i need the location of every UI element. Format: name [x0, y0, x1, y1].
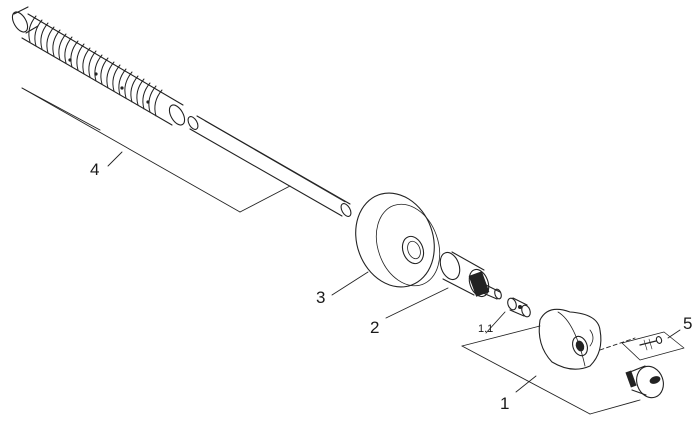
- leader-line-1-1: [485, 311, 506, 334]
- cartridge-headpart: [439, 251, 502, 300]
- leader-line-1: [461, 325, 641, 415]
- leader-line-2: [385, 287, 449, 319]
- handle-knob: [538, 308, 602, 370]
- part-label-2: 2: [370, 318, 380, 337]
- part-label-4: 4: [90, 160, 100, 179]
- part-label-5: 5: [683, 314, 693, 333]
- adapter-piece: [507, 297, 531, 318]
- part-label-1: 1: [500, 394, 510, 413]
- part-label-1-1: 1.1: [478, 323, 494, 335]
- spindle-rod: [187, 115, 352, 217]
- dashed-connector-5: [599, 337, 636, 351]
- escutcheon-rosette: [355, 192, 441, 288]
- threaded-extension-sleeve: [11, 6, 186, 126]
- part-label-3: 3: [316, 288, 326, 307]
- screw-part: [621, 331, 685, 361]
- leader-line-3: [331, 271, 369, 296]
- index-cap: [625, 365, 664, 399]
- leader-line-5: [667, 329, 681, 339]
- leader-line-4: [21, 87, 291, 213]
